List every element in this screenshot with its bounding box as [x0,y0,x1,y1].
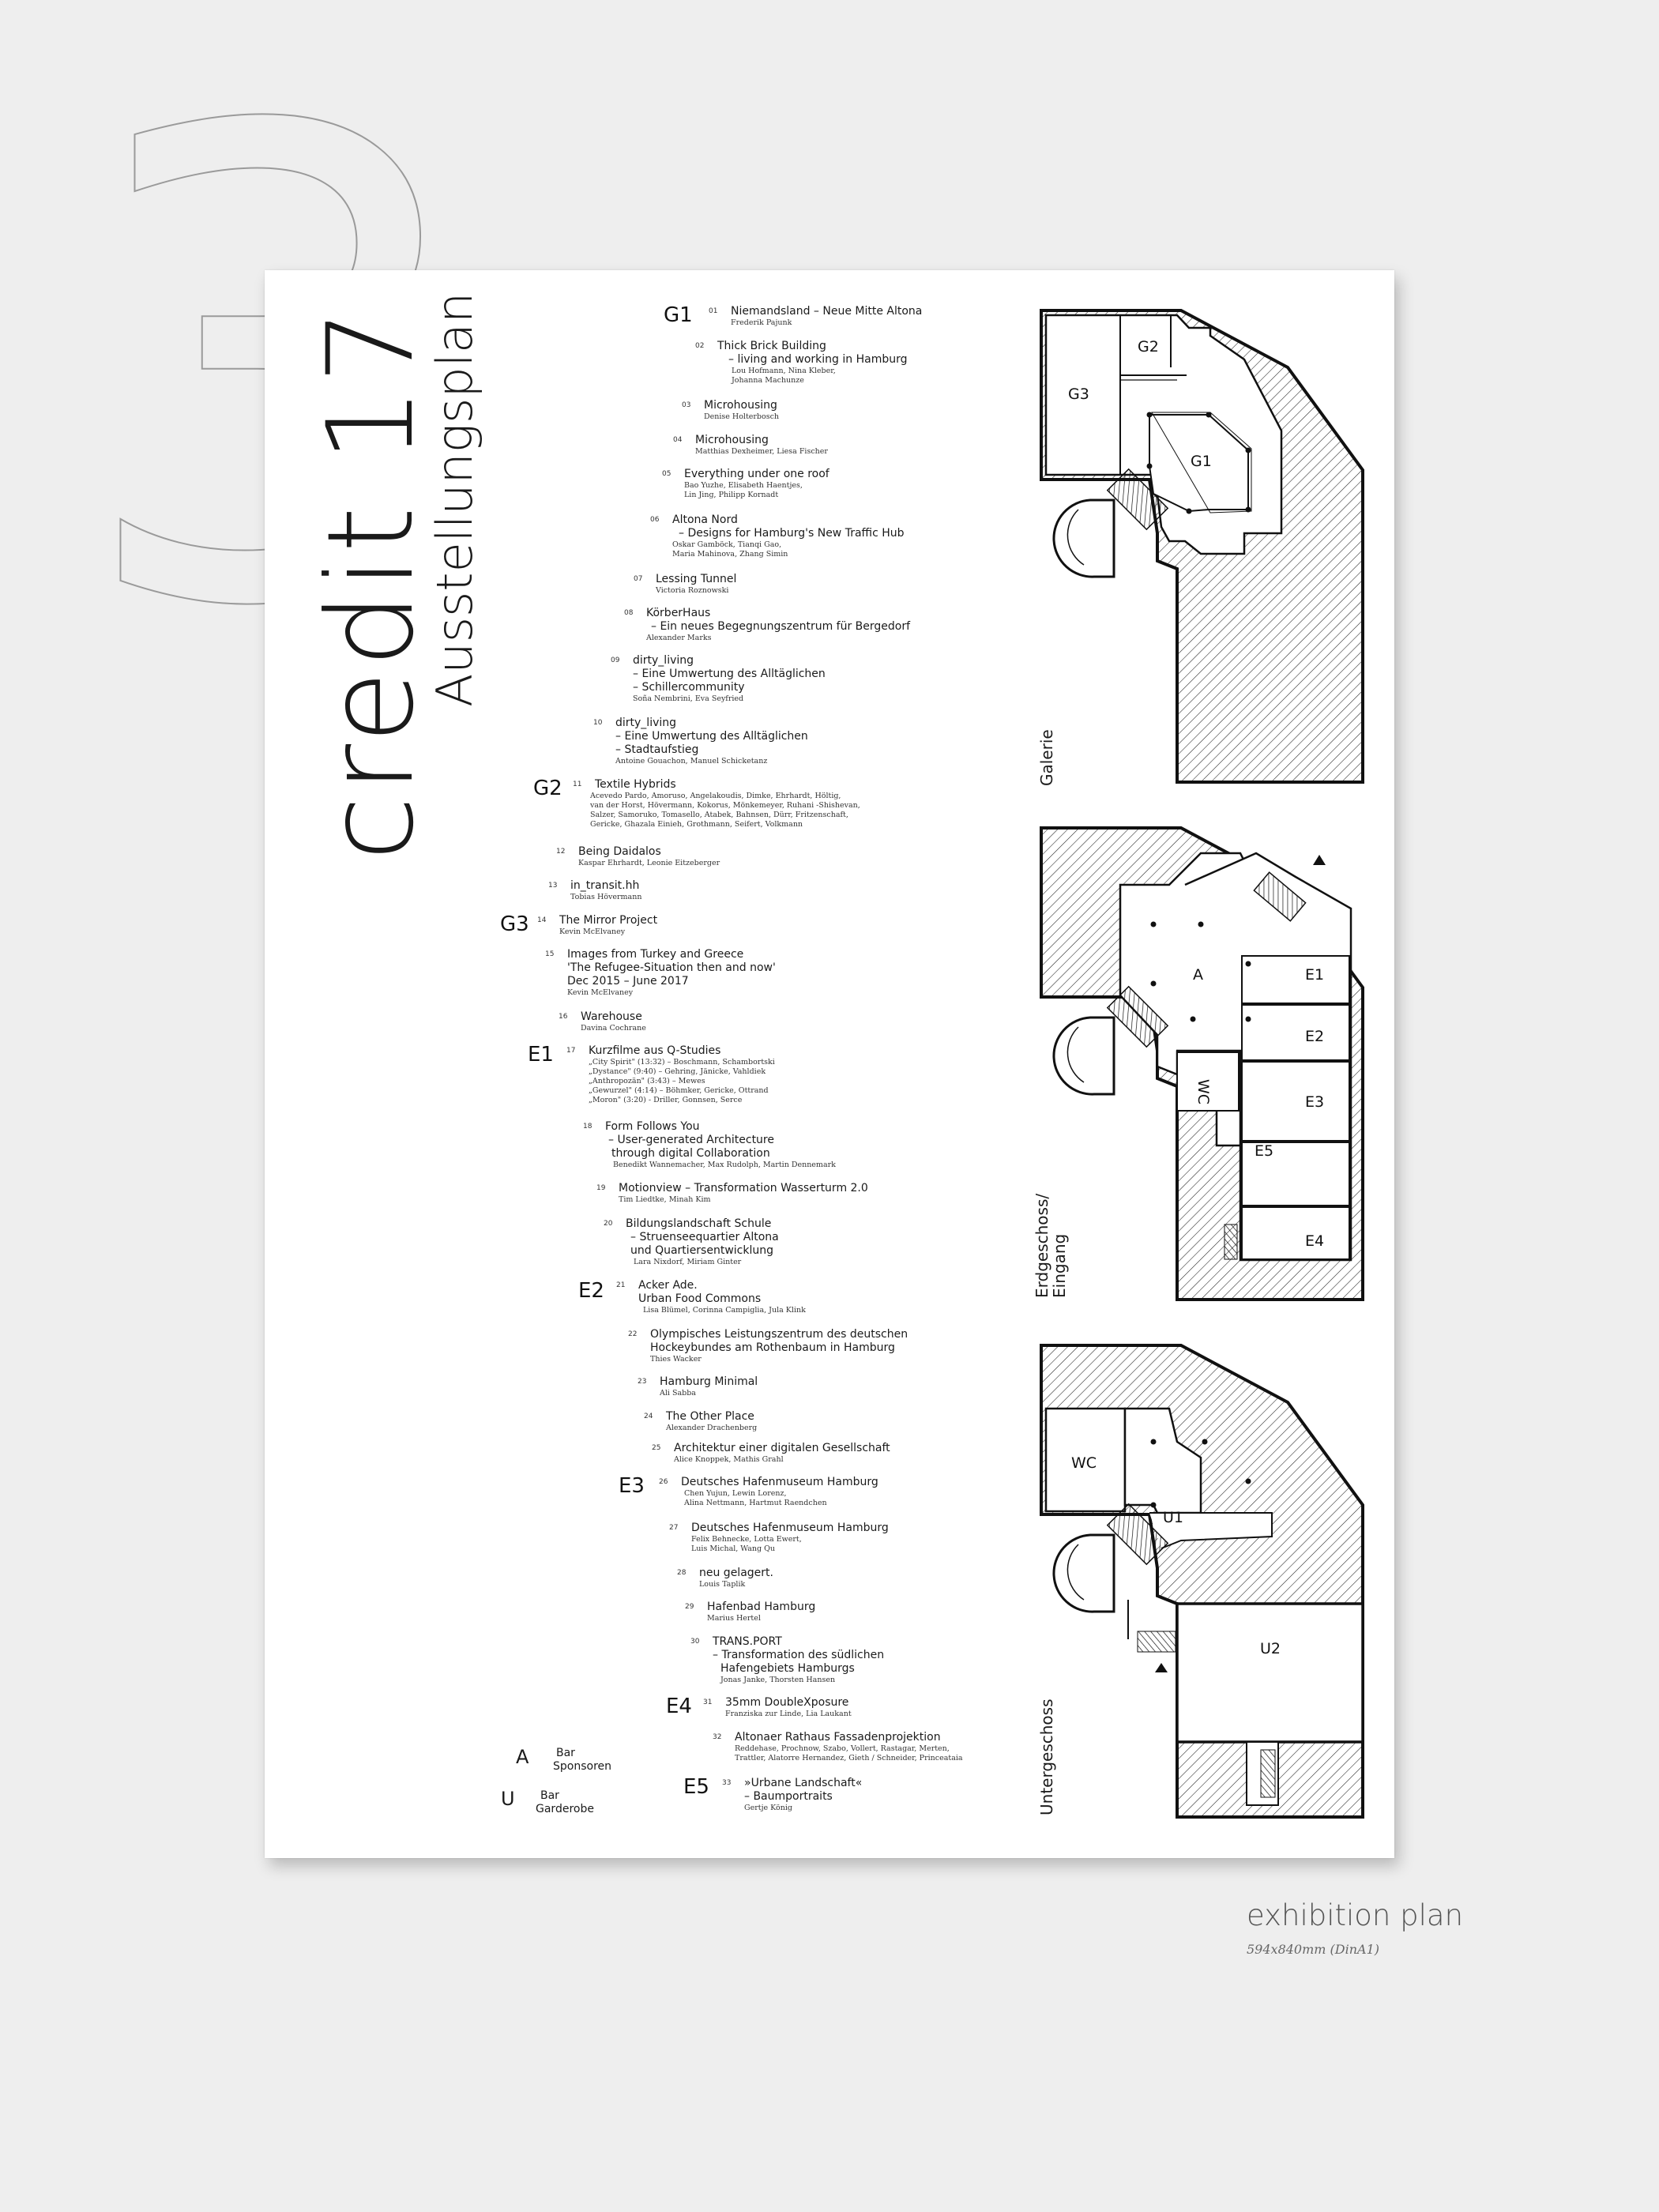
section-marker-e3: E3 [619,1474,645,1498]
section-marker-e5: E5 [683,1775,709,1799]
room-u1: U1 [1163,1509,1183,1526]
caption-title: exhibition plan [1247,1898,1464,1932]
section-marker-g2: G2 [533,777,562,800]
floor-plan-galerie: G3 G2 G1 [1040,309,1364,784]
room-e4: E4 [1305,1232,1324,1250]
section-marker-e1: E1 [528,1043,554,1066]
section-marker-g3: G3 [500,912,529,936]
floor-plan-untergeschoss: WC U1 U2 [1040,1344,1364,1819]
room-wc-ug: WC [1071,1454,1097,1472]
section-marker-e4: E4 [666,1695,692,1718]
room-g1: G1 [1191,453,1212,470]
poster-title: credit 17 [303,305,440,861]
room-g2: G2 [1138,338,1159,356]
poster-subtitle: Ausstellungsplan [426,292,483,707]
section-marker-e2: E2 [578,1279,604,1303]
room-wc-eg: WC [1194,1079,1212,1104]
legend-a-letter: A [516,1746,529,1768]
room-g3: G3 [1068,386,1089,403]
floor-plan-erdgeschoss: A E1 E2 E3 E4 E5 WC [1040,826,1364,1301]
room-a: A [1193,966,1203,984]
legend-u-letter: U [501,1788,515,1810]
room-e1: E1 [1305,966,1324,984]
room-e2: E2 [1305,1028,1324,1045]
room-u2: U2 [1260,1640,1281,1657]
room-e3: E3 [1305,1093,1324,1111]
room-e5: E5 [1255,1142,1273,1160]
caption-subtitle: 594x840mm (DinA1) [1247,1942,1379,1957]
section-marker-g1: G1 [664,303,693,327]
